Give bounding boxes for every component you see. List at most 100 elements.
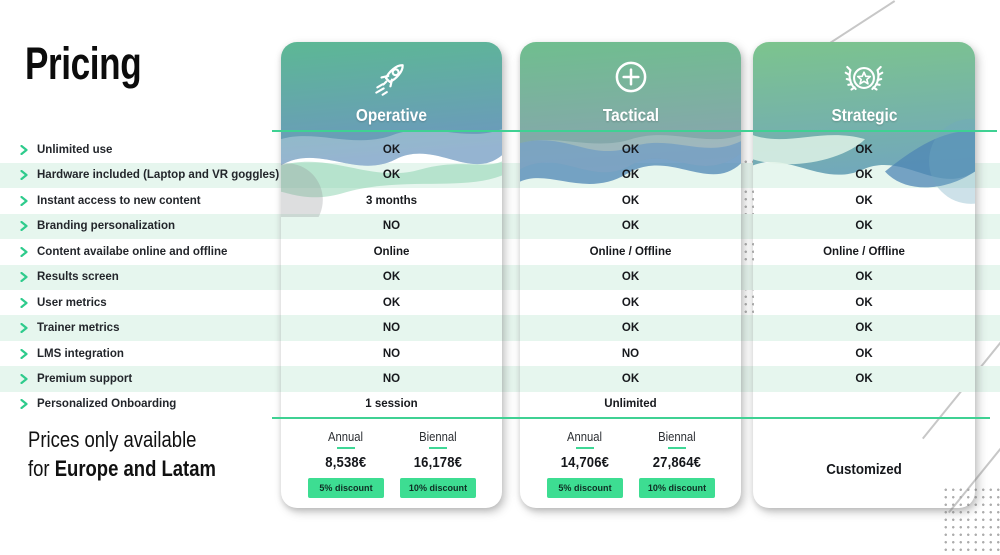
chevron-right-icon: [20, 323, 28, 334]
tactical-value: Online / Offline: [589, 245, 672, 258]
feature-text: Content availabe online and offline: [37, 245, 228, 258]
feature-label: Instant access to new content: [20, 188, 201, 214]
feature-row: Premium support NO OK OK: [0, 366, 1000, 392]
strategic-value: OK: [855, 271, 873, 284]
feature-text: LMS integration: [37, 347, 124, 360]
biennal-option: Biennal 27,864€ 10% discount: [635, 430, 719, 508]
tactical-pricing: Annual 14,706€ 5% discount Biennal 27,86…: [520, 420, 741, 508]
plan-card-operative: Operative Annual 8,538€ 5% discount Bien…: [281, 42, 502, 508]
chevron-right-icon: [20, 272, 28, 283]
annual-option: Annual 8,538€ 5% discount: [304, 430, 388, 508]
operative-wave-art: [281, 42, 502, 217]
chevron-right-icon: [20, 399, 28, 410]
biennal-option: Biennal 16,178€ 10% discount: [396, 430, 480, 508]
discount-badge: 10% discount: [638, 478, 715, 498]
tactical-value: OK: [621, 220, 640, 233]
period-label: Biennal: [657, 430, 696, 444]
operative-value: NO: [382, 373, 401, 386]
strategic-value: OK: [855, 347, 873, 360]
strategic-value: OK: [855, 143, 873, 156]
feature-text: Results screen: [37, 271, 119, 284]
feature-label: Premium support: [20, 366, 132, 392]
operative-value: NO: [382, 322, 401, 335]
feature-row: User metrics OK OK OK: [0, 290, 1000, 316]
feature-text: Trainer metrics: [37, 322, 120, 335]
discount-badge: 5% discount: [307, 478, 384, 498]
price-value: 27,864€: [652, 455, 701, 471]
chevron-right-icon: [20, 144, 28, 155]
chevron-right-icon: [20, 348, 28, 359]
feature-row: Unlimited use OK OK OK: [0, 137, 1000, 163]
row-stripe: [0, 264, 1000, 290]
feature-label: Content availabe online and offline: [20, 239, 227, 265]
tactical-header: Tactical: [520, 42, 741, 172]
feature-label: Branding personalization: [20, 214, 175, 240]
feature-label: Unlimited use: [20, 137, 112, 163]
feature-text: Unlimited use: [37, 143, 113, 156]
operative-value: NO: [382, 347, 401, 360]
period-label: Annual: [566, 430, 603, 444]
operative-value: 1 session: [365, 398, 418, 411]
plan-name: Strategic: [831, 105, 897, 125]
operative-value: Online: [373, 245, 410, 258]
chevron-right-icon: [20, 195, 28, 206]
tactical-value: OK: [621, 296, 640, 309]
period-label: Annual: [327, 430, 364, 444]
feature-row: Results screen OK OK OK: [0, 265, 1000, 291]
operative-value: OK: [382, 296, 401, 309]
feature-label: User metrics: [20, 290, 107, 316]
page-title: Pricing: [25, 38, 142, 89]
feature-text: Branding personalization: [37, 220, 176, 233]
strategic-wave-art: [753, 42, 975, 217]
strategic-value: Online / Offline: [823, 245, 905, 258]
chevron-right-icon: [20, 221, 28, 232]
chevron-right-icon: [20, 170, 28, 181]
price-value: 14,706€: [560, 455, 609, 471]
note-line1: Prices only available: [28, 427, 197, 452]
feature-label: Trainer metrics: [20, 315, 119, 341]
tactical-value: OK: [621, 194, 640, 207]
operative-value: 3 months: [365, 194, 418, 207]
row-stripe: [0, 315, 1000, 341]
feature-row: Content availabe online and offline Onli…: [0, 239, 1000, 265]
feature-text: User metrics: [37, 296, 107, 309]
feature-row: Branding personalization NO OK OK: [0, 214, 1000, 240]
strategic-value: OK: [855, 373, 873, 386]
chevron-right-icon: [20, 297, 28, 308]
feature-row: Hardware included (Laptop and VR goggles…: [0, 163, 1000, 189]
footer-rule: [272, 417, 990, 419]
customized-label: Customized: [826, 462, 902, 478]
period-label: Biennal: [418, 430, 457, 444]
feature-label: Hardware included (Laptop and VR goggles…: [20, 163, 279, 189]
chevron-right-icon: [20, 246, 28, 257]
operative-pricing: Annual 8,538€ 5% discount Biennal 16,178…: [281, 420, 502, 508]
price-value: 8,538€: [324, 455, 367, 471]
tactical-value: OK: [621, 373, 640, 386]
plan-name: Tactical: [602, 105, 659, 125]
feature-label: LMS integration: [20, 341, 124, 367]
feature-text: Personalized Onboarding: [37, 398, 177, 411]
feature-text: Premium support: [37, 373, 133, 386]
strategic-header: Strategic: [753, 42, 975, 172]
tactical-wave-art: [520, 42, 741, 217]
period-underline: [428, 447, 447, 449]
note-line2-regions: Europe and Latam: [54, 455, 216, 481]
strategic-value: OK: [855, 322, 873, 335]
feature-text: Instant access to new content: [37, 194, 201, 207]
tactical-value: OK: [621, 143, 640, 156]
row-stripe: [0, 213, 1000, 240]
plan-name: Operative: [355, 105, 428, 125]
feature-row: Instant access to new content 3 months O…: [0, 188, 1000, 214]
rocket-icon: [374, 64, 404, 96]
tactical-value: Unlimited: [604, 398, 657, 411]
strategic-value: OK: [855, 296, 873, 309]
tactical-value: OK: [621, 169, 640, 182]
operative-value: OK: [382, 271, 401, 284]
row-stripe: [0, 366, 1000, 392]
feature-row: Personalized Onboarding 1 session Unlimi…: [0, 392, 1000, 418]
operative-value: OK: [382, 143, 401, 156]
plan-card-strategic: Strategic Customized: [753, 42, 975, 508]
tactical-value: OK: [621, 271, 640, 284]
plus-circle-icon: [615, 61, 646, 93]
